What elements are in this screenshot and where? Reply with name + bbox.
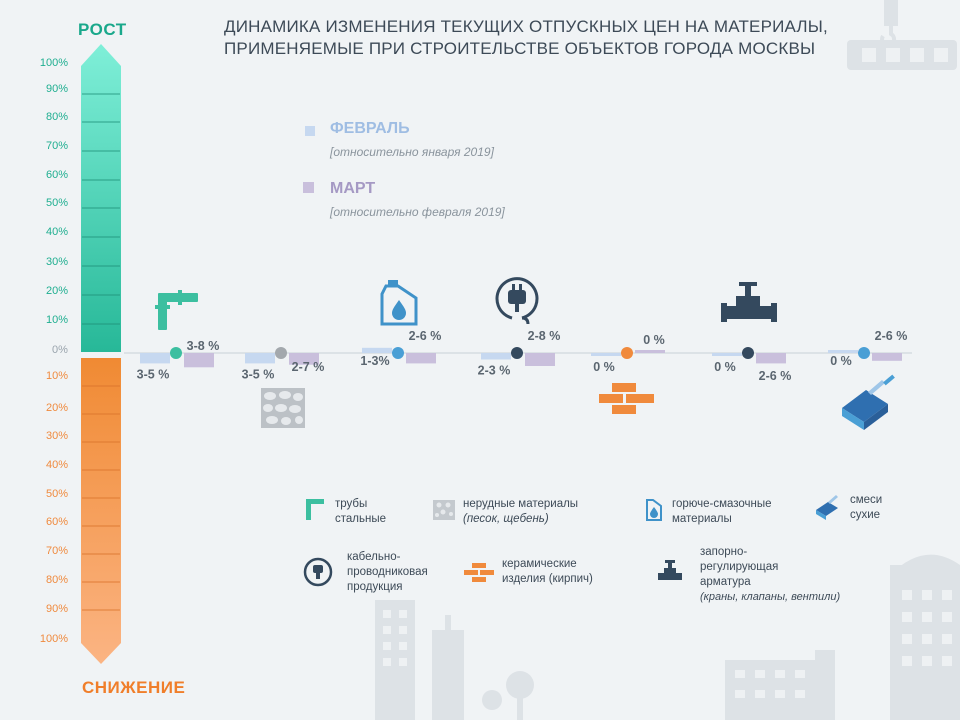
label-feb-pipes: 3-5 % (137, 367, 170, 381)
legend-ceramic: керамические изделия (кирпич) (502, 558, 593, 585)
growth-tick: 60% (45, 169, 68, 181)
growth-tick: 50% (45, 197, 68, 209)
trowel-icon (842, 374, 895, 430)
legend-mar-name: МАРТ (330, 180, 376, 197)
decline-tick: 20% (45, 402, 68, 414)
label-feb-cable: 2-3 % (478, 364, 511, 378)
title-line-1: ДИНАМИКА ИЗМЕНЕНИЯ ТЕКУЩИХ ОТПУСКНЫХ ЦЕН… (224, 17, 828, 36)
valve-icon (721, 282, 777, 322)
decline-tick: 50% (45, 488, 68, 500)
decline-tick: 70% (45, 545, 68, 557)
legend-fuel: горюче-смазочные материалы (672, 498, 772, 525)
legend-valves: запорно- регулирующая арматура (краны, к… (700, 546, 841, 603)
scale-bottom-label: СНИЖЕНИЕ (82, 678, 186, 697)
marker-ceramic (621, 347, 633, 359)
decline-tick: 10% (45, 370, 68, 382)
marker-fuel (392, 347, 404, 359)
legend-feb-name: ФЕВРАЛЬ (330, 120, 410, 137)
marker-cable (511, 347, 523, 359)
marker-pipes (170, 347, 182, 359)
legend-aggregates: нерудные материалы (песок, щебень) (463, 498, 579, 525)
bar-feb-pipes (140, 353, 170, 364)
growth-tick: 30% (45, 256, 68, 268)
label-mar-valves: 2-6 % (759, 369, 792, 383)
plug-icon (303, 557, 333, 587)
label-feb-dry_mix: 0 % (830, 354, 852, 368)
decline-tick: 90% (45, 603, 68, 615)
plug-icon (495, 277, 539, 325)
growth-bar (81, 44, 121, 352)
label-mar-aggregates: 2-7 % (292, 360, 325, 374)
bar-mar-valves (756, 353, 786, 364)
scale-top-label: РОСТ (78, 20, 127, 39)
bar-mar-fuel (406, 353, 436, 364)
bar-mar-cable (525, 353, 555, 366)
canister-icon (380, 280, 418, 326)
marker-valves (742, 347, 754, 359)
decline-tick: 30% (45, 430, 68, 442)
growth-tick: 20% (45, 285, 68, 297)
decline-bar (81, 358, 121, 664)
growth-tick: 10% (45, 314, 68, 326)
bar-feb-dry_mix (828, 350, 858, 353)
label-feb-valves: 0 % (714, 360, 736, 374)
decline-tick: 100% (39, 633, 68, 645)
bar-feb-aggregates (245, 353, 275, 364)
decline-tick: 60% (45, 516, 68, 528)
legend-dry-mix: смеси сухие (850, 494, 883, 521)
brick-icon (599, 383, 654, 414)
pipe-icon (155, 290, 198, 330)
growth-tick: 40% (45, 226, 68, 238)
chart-title: ДИНАМИКА ИЗМЕНЕНИЯ ТЕКУЩИХ ОТПУСКНЫХ ЦЕН… (224, 16, 844, 60)
marker-dry_mix (858, 347, 870, 359)
label-feb-fuel: 1-3% (360, 354, 389, 368)
label-mar-dry_mix: 2-6 % (875, 329, 908, 343)
label-mar-ceramic: 0 % (643, 333, 665, 347)
brick-icon (464, 563, 494, 582)
legend-feb-sub: [относительно января 2019] (330, 145, 494, 159)
growth-tick: 80% (45, 111, 68, 123)
decline-tick: 40% (45, 459, 68, 471)
valve-icon (658, 560, 682, 580)
label-mar-pipes: 3-8 % (187, 339, 220, 353)
decline-tick: 80% (45, 574, 68, 586)
growth-tick: 100% (39, 57, 68, 69)
legend-cable: кабельно- проводниковая продукция (347, 551, 428, 593)
bar-feb-ceramic (591, 353, 621, 356)
bar-feb-fuel (362, 347, 392, 353)
growth-tick: 70% (45, 140, 68, 152)
legend-pipes: трубы стальные (335, 498, 386, 525)
legend-mar-swatch (303, 182, 314, 193)
label-mar-fuel: 2-6 % (409, 329, 442, 343)
bar-feb-cable (481, 353, 511, 360)
marker-aggregates (275, 347, 287, 359)
stones-icon (433, 500, 455, 520)
label-feb-aggregates: 3-5 % (242, 367, 275, 381)
bar-mar-aggregates (289, 353, 319, 365)
bar-mar-ceramic (635, 350, 665, 353)
pipe-icon (306, 499, 324, 520)
growth-tick: 90% (45, 83, 68, 95)
legend-feb-swatch (305, 126, 315, 136)
bar-mar-dry_mix (872, 353, 902, 361)
stones-icon (261, 388, 305, 428)
label-mar-cable: 2-8 % (528, 329, 561, 343)
bar-mar-pipes (184, 353, 214, 368)
canister-icon (646, 499, 662, 521)
title-line-2: ПРИМЕНЯЕМЫЕ ПРИ СТРОИТЕЛЬСТВЕ ОБЪЕКТОВ Г… (224, 39, 816, 58)
label-feb-ceramic: 0 % (593, 360, 615, 374)
trowel-icon (816, 495, 838, 520)
legend-mar-sub: [относительно февраля 2019] (330, 205, 505, 219)
zero-tick: 0% (52, 344, 68, 356)
bar-feb-valves (712, 353, 742, 356)
